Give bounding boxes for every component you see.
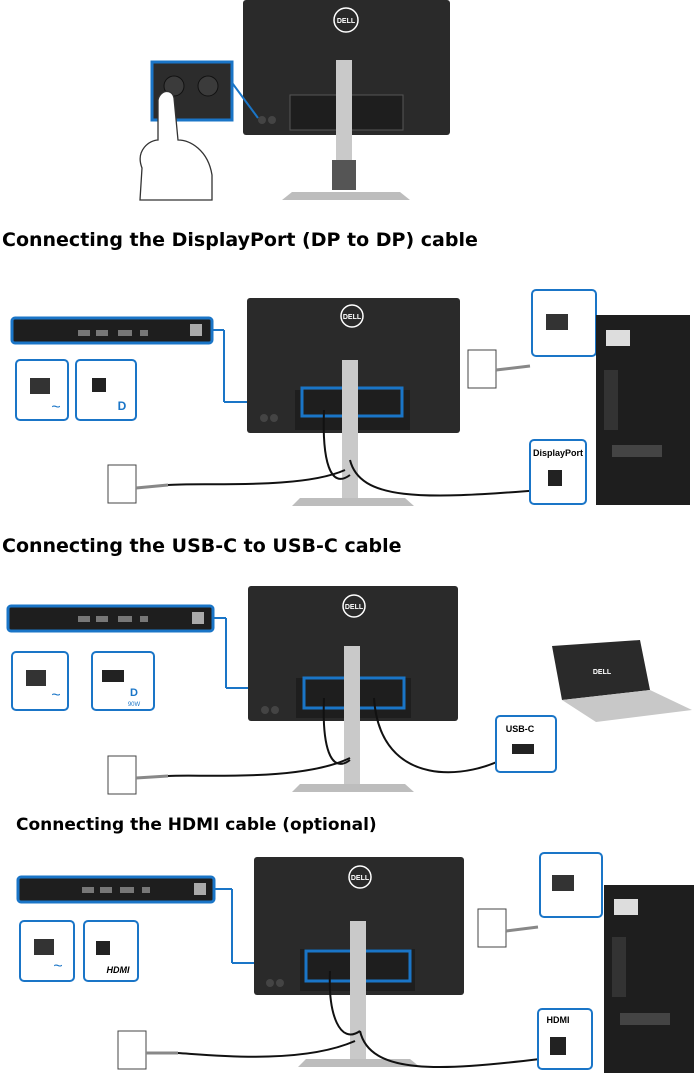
dell-logo: DELL: [337, 18, 356, 25]
hdmi-cable-label: HDMI: [547, 1015, 570, 1025]
dell-logo: DELL: [593, 669, 612, 676]
usbc-figure: ~ D 90W DELL USB-C DELL: [0, 570, 696, 800]
heading-usbc: Connecting the USB-C to USB-C cable: [2, 535, 402, 557]
hdmi-port-glyph: HDMI: [107, 965, 130, 975]
hdmi-figure: ~ HDMI DELL HDMI: [0, 845, 696, 1076]
dell-logo: DELL: [345, 604, 364, 611]
power-symbol: ~: [51, 687, 60, 704]
power-symbol: ~: [51, 399, 60, 416]
usbc-cable-label: USB-C: [506, 724, 535, 734]
displayport-figure: ~ D DELL DisplayPort: [0, 260, 696, 530]
power-symbol: ~: [53, 958, 62, 975]
dell-logo: DELL: [351, 875, 370, 882]
power-button-figure: DELL: [0, 0, 696, 215]
dp-port-glyph: D: [118, 399, 127, 413]
power-delivery-note: 90W: [128, 702, 141, 708]
displayport-cable-label: DisplayPort: [533, 448, 583, 458]
heading-displayport: Connecting the DisplayPort (DP to DP) ca…: [2, 229, 478, 251]
usbc-port-glyph: D: [130, 687, 138, 699]
dell-logo: DELL: [343, 314, 362, 321]
heading-hdmi: Connecting the HDMI cable (optional): [16, 815, 377, 835]
